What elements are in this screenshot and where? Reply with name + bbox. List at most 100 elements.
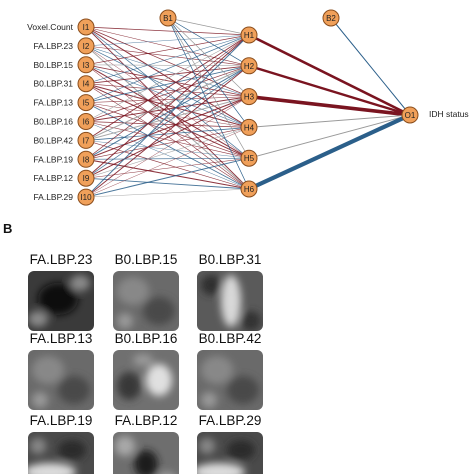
hidden-node: H3 (240, 88, 258, 106)
input-label: FA.LBP.12 (33, 173, 73, 183)
edge-hidden-output (248, 113, 411, 191)
edge-input-hidden (85, 96, 250, 122)
edge-input-hidden (85, 96, 250, 103)
node-circle (77, 150, 95, 168)
edge-input-hidden (85, 157, 250, 198)
patch-title: FA.LBP.29 (199, 413, 262, 428)
node-label: H6 (244, 185, 255, 194)
patch-title: B0.LBP.15 (115, 252, 178, 267)
input-node: I9 (77, 169, 95, 187)
node-label: H2 (244, 62, 255, 71)
input-node: I10 (77, 188, 95, 206)
edge-hidden-output (248, 33, 411, 117)
input-label: B0.LBP.15 (33, 60, 73, 70)
node-circle (322, 9, 340, 27)
node-label: I9 (83, 174, 90, 183)
node-label: H5 (244, 154, 255, 163)
edge-input-hidden (85, 96, 250, 141)
texture-patch-image (28, 271, 94, 331)
texture-patch-image (113, 271, 179, 331)
edge-input-hidden (85, 65, 250, 122)
input-node: I4 (77, 75, 95, 93)
node-label: B2 (326, 14, 336, 23)
node-circle (401, 106, 419, 124)
edge-input-hidden (85, 34, 250, 160)
edge-input-hidden (85, 34, 250, 141)
node-label: I1 (83, 23, 90, 32)
hidden-node: H1 (240, 26, 258, 44)
edge-input-hidden (85, 65, 250, 179)
edge-input-hidden (85, 34, 250, 103)
edge-input-hidden (85, 26, 250, 190)
edge-bias1-hidden (167, 17, 250, 190)
node-label: I4 (83, 80, 90, 89)
node-circle (240, 118, 258, 136)
edge-input-hidden (85, 34, 250, 66)
patch-title: FA.LBP.19 (30, 413, 93, 428)
edge-bias1-hidden (167, 17, 250, 97)
node-circle (240, 180, 258, 198)
hidden-output-edges (248, 33, 411, 191)
texture-patch-image (197, 350, 263, 410)
edge-input-hidden (85, 65, 250, 160)
edge-input-hidden (85, 64, 250, 67)
node-label: I2 (83, 42, 90, 51)
node-circle (77, 75, 95, 93)
input-node: I3 (77, 56, 95, 74)
edge-input-hidden (85, 64, 250, 128)
edge-bias1-hidden (167, 17, 250, 36)
edge-bias1-hidden (167, 17, 250, 128)
input-node: I2 (77, 37, 95, 55)
edge-input-hidden (85, 65, 250, 85)
patch-title: B0.LBP.16 (115, 331, 178, 346)
edge-input-hidden (85, 188, 250, 198)
node-circle (77, 94, 95, 112)
edge-input-hidden (85, 34, 250, 85)
panel-b-letter: B (3, 221, 12, 236)
edge-hidden-output (248, 64, 411, 117)
edge-bias1-hidden (167, 17, 250, 67)
hidden-node: H4 (240, 118, 258, 136)
input-node: I8 (77, 150, 95, 168)
edge-input-hidden (85, 26, 250, 97)
edge-input-hidden (85, 34, 250, 198)
input-hidden-edges (85, 26, 250, 198)
edge-input-hidden (85, 34, 250, 47)
bias-node: B2 (322, 9, 340, 27)
output-label: IDH status (429, 109, 469, 119)
input-label: FA.LBP.19 (33, 154, 73, 164)
edge-input-hidden (85, 83, 250, 97)
patch-title: FA.LBP.23 (30, 252, 93, 267)
texture-patch-image (113, 350, 179, 410)
node-circle (240, 149, 258, 167)
bias2-output-edge (330, 17, 411, 116)
hidden-node: H6 (240, 180, 258, 198)
edge-input-hidden (85, 127, 250, 160)
edge-input-hidden (85, 127, 250, 198)
node-label: H3 (244, 93, 255, 102)
input-label: FA.LBP.13 (33, 98, 73, 108)
patch-title: FA.LBP.13 (30, 331, 93, 346)
node-circle (159, 9, 177, 27)
edge-bias1-hidden (167, 17, 250, 159)
texture-patch-image (28, 432, 94, 474)
hidden-node: H2 (240, 57, 258, 75)
node-label: I3 (83, 61, 90, 70)
edge-hidden-output (248, 114, 411, 128)
node-label: H1 (244, 31, 255, 40)
texture-patch-image (113, 432, 179, 474)
node-label: I8 (83, 155, 90, 164)
edge-input-hidden (85, 64, 250, 190)
edge-hidden-output (248, 94, 411, 117)
node-circle (77, 113, 95, 130)
node-circle (77, 18, 95, 36)
node-label: I5 (83, 99, 90, 108)
edge-input-hidden (85, 96, 250, 160)
patch-title: B0.LBP.42 (199, 331, 262, 346)
hidden-node: H5 (240, 149, 258, 167)
edge-bias2-output (330, 17, 411, 116)
patch-title: FA.LBP.12 (115, 413, 178, 428)
edge-input-hidden (85, 26, 250, 159)
edge-input-hidden (85, 65, 250, 104)
